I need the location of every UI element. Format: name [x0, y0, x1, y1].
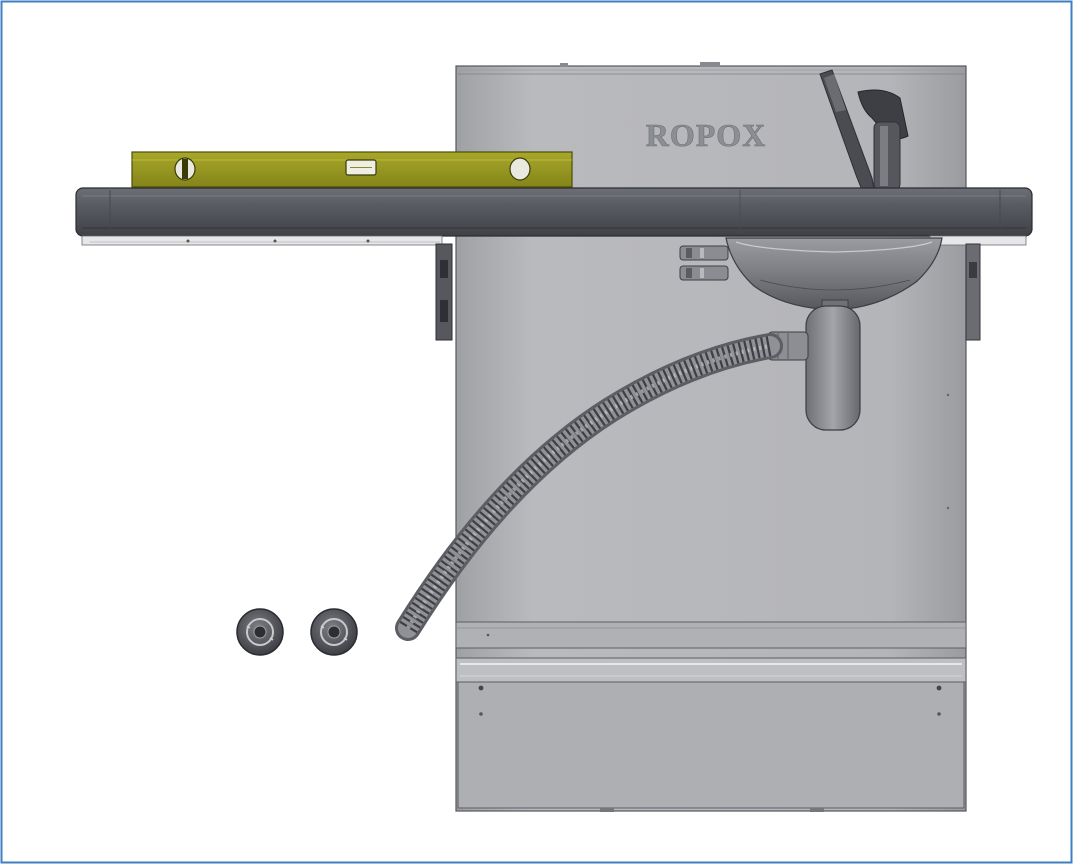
sink-basin-icon	[725, 237, 943, 311]
adjustable-foot-icon	[236, 608, 284, 656]
faucet-icon	[819, 69, 909, 191]
adjustable-foot-icon	[310, 608, 358, 656]
bracket-left	[435, 243, 453, 341]
spirit-level-icon	[131, 151, 573, 188]
valve-connectors	[679, 245, 729, 281]
sink-trap	[767, 299, 861, 431]
bracket-right	[965, 243, 981, 341]
brand-logo: ROPOX	[646, 117, 767, 153]
drain-hose-icon	[395, 333, 783, 641]
worktop	[75, 187, 1033, 246]
